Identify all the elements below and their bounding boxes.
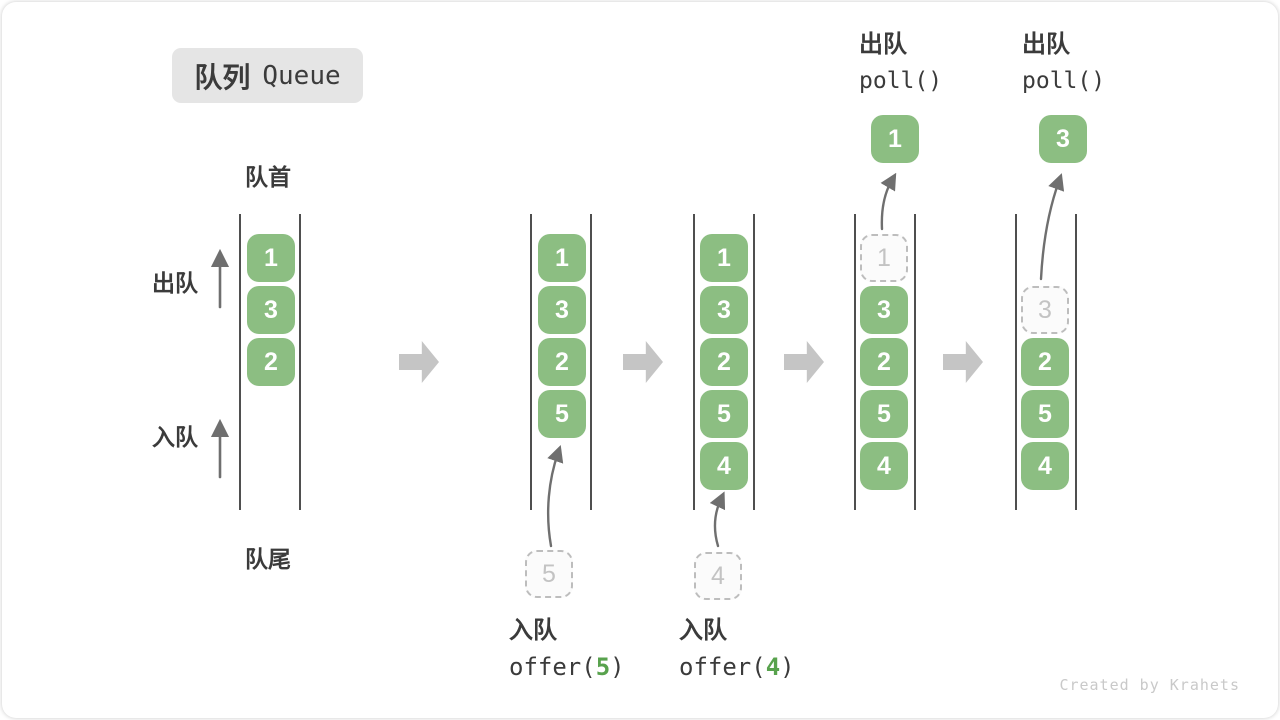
step-arrow-icon [623, 341, 663, 383]
op-code: poll() [1022, 68, 1106, 94]
queue-rail [299, 214, 301, 510]
title-zh: 队列 [194, 61, 251, 93]
polled-cell: 1 [871, 115, 919, 163]
queue-cell: 3 [538, 286, 586, 334]
ghost-cell: 3 [1021, 286, 1069, 334]
queue-cell: 3 [700, 286, 748, 334]
label-dequeue: 出队 [152, 270, 198, 296]
code-post: ) [610, 653, 625, 681]
queue-cell: 1 [247, 234, 295, 282]
step-arrow-icon [943, 341, 983, 383]
code-pre: offer( [509, 653, 596, 681]
queue-cell: 3 [860, 286, 908, 334]
queue-cell: 2 [1021, 338, 1069, 386]
code-pre: offer( [679, 653, 766, 681]
op-code: offer(5) [509, 655, 625, 679]
queue-rail [693, 214, 695, 510]
queue-cell: 4 [860, 442, 908, 490]
code-post: ) [780, 653, 795, 681]
label-queue-rear: 队尾 [245, 546, 291, 572]
title-en: Queue [262, 60, 341, 91]
op-zh: 出队 [1022, 31, 1070, 58]
queue-rail [530, 214, 532, 510]
queue-cell: 2 [700, 338, 748, 386]
ghost-cell: 1 [860, 234, 908, 282]
dequeue-curve-arrow-icon [1039, 173, 1065, 281]
label-queue-front: 队首 [245, 164, 291, 190]
polled-cell: 3 [1039, 115, 1087, 163]
step-arrow-icon [399, 341, 439, 383]
queue-cell: 2 [247, 338, 295, 386]
op-label-offer-4: 入队 offer(4) [679, 617, 795, 680]
queue-cell: 4 [1021, 442, 1069, 490]
staged-cell: 4 [694, 552, 742, 600]
queue-rail [753, 214, 755, 510]
queue-rail [1015, 214, 1017, 510]
staged-cell: 5 [525, 550, 573, 598]
code-arg: 5 [595, 653, 611, 681]
op-label-poll-1: 出队 poll() [859, 33, 942, 93]
queue-rail [854, 214, 856, 510]
op-code: poll() [859, 68, 943, 94]
queue-rail [914, 214, 916, 510]
queue-cell: 4 [700, 442, 748, 490]
queue-cell: 5 [860, 390, 908, 438]
queue-cell: 5 [1021, 390, 1069, 438]
queue-cell: 5 [700, 390, 748, 438]
op-zh: 出队 [859, 31, 907, 58]
queue-rail [239, 214, 241, 510]
code-arg: 4 [765, 653, 781, 681]
op-label-poll-2: 出队 poll() [1022, 33, 1105, 93]
op-label-offer-5: 入队 offer(5) [509, 617, 625, 680]
queue-cell: 5 [538, 390, 586, 438]
queue-cell: 1 [700, 234, 748, 282]
queue-rail [590, 214, 592, 510]
enqueue-curve-arrow-icon [546, 445, 564, 548]
queue-cell: 2 [538, 338, 586, 386]
watermark: Created by Krahets [1059, 676, 1240, 694]
step-arrow-icon [784, 341, 824, 383]
title-badge: 队列 Queue [172, 48, 363, 103]
dequeue-curve-arrow-icon [880, 172, 897, 231]
enqueue-curve-arrow-icon [709, 491, 726, 548]
queue-cell: 3 [247, 286, 295, 334]
op-zh: 入队 [509, 617, 557, 644]
op-zh: 入队 [679, 617, 727, 644]
label-enqueue: 入队 [152, 424, 198, 450]
op-code: offer(4) [679, 655, 795, 679]
queue-cell: 2 [860, 338, 908, 386]
queue-rail [1075, 214, 1077, 510]
queue-cell: 1 [538, 234, 586, 282]
